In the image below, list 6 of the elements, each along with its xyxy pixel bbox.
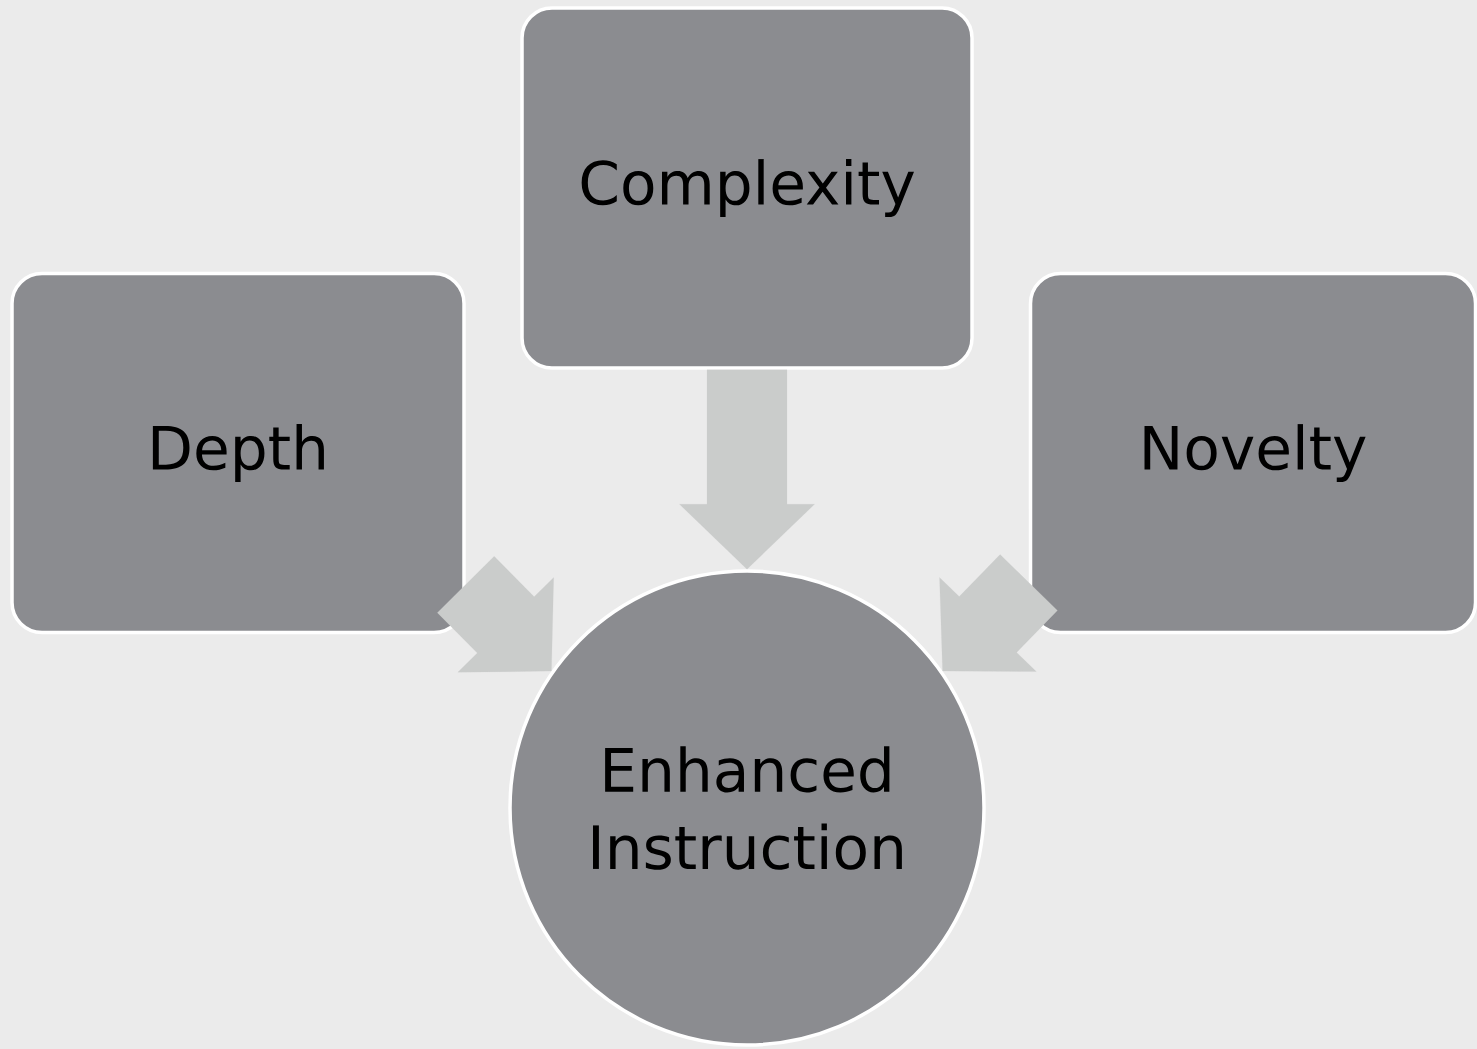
block-arrow [437, 556, 554, 673]
block-arrow [679, 369, 815, 570]
process-box: Depth [10, 271, 466, 635]
process-box: Complexity [520, 6, 974, 370]
process-box: Novelty [1028, 271, 1477, 635]
block-arrow [939, 554, 1058, 672]
